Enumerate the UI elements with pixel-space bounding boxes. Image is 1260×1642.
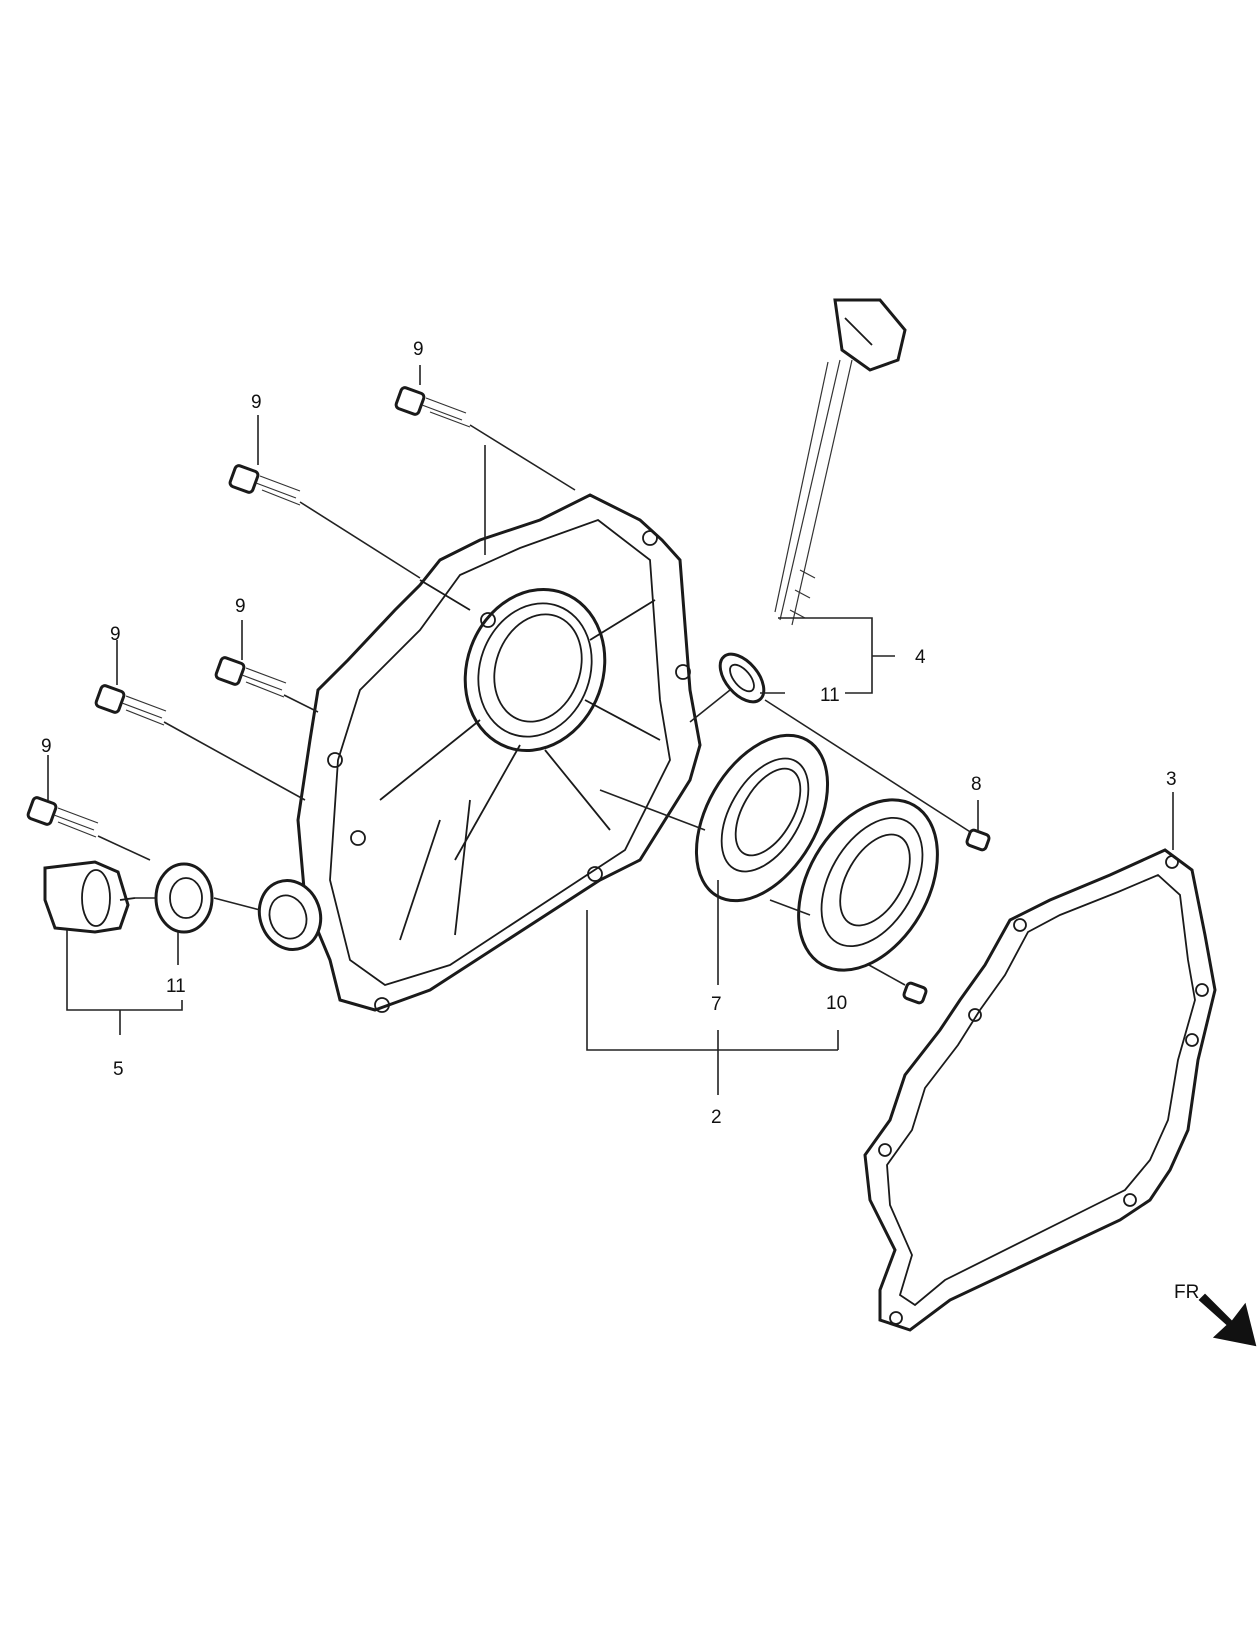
callout-5: 5 <box>113 1059 124 1080</box>
cover-gasket-3 <box>863 848 1217 1332</box>
bolt-9-mid <box>214 656 319 713</box>
dowel-pin-8 <box>965 828 991 852</box>
callout-3: 3 <box>1166 769 1177 790</box>
callout-9-upper-left: 9 <box>251 392 262 413</box>
callout-11-dipstick: 11 <box>820 685 840 706</box>
callout-11-filler: 11 <box>166 976 186 997</box>
callout-8: 8 <box>971 774 982 795</box>
dowel-pin-lower <box>859 959 928 1005</box>
callout-9-mid: 9 <box>235 596 246 617</box>
crankcase-cover <box>257 493 702 1013</box>
bolt-9-upper-left <box>228 464 421 579</box>
callout-9-lower-left: 9 <box>41 736 52 757</box>
bolt-9-left <box>94 684 306 801</box>
oil-filler-tube <box>43 860 136 934</box>
oil-filler-cap <box>774 298 907 626</box>
oil-seal-7 <box>599 733 830 903</box>
oil-seal-11-filler <box>135 862 261 934</box>
bolt-9-lower-left <box>26 796 151 861</box>
callout-9-left: 9 <box>110 624 121 645</box>
o-ring-11-dipstick <box>689 652 976 836</box>
leader-lines <box>47 365 1174 1095</box>
callout-4: 4 <box>915 647 926 668</box>
ball-bearing-10 <box>769 798 939 972</box>
bolt-9-top <box>394 386 576 491</box>
callout-2: 2 <box>711 1107 722 1128</box>
callout-10: 10 <box>826 993 847 1014</box>
callout-9-top: 9 <box>413 339 424 360</box>
direction-label: FR <box>1174 1282 1199 1303</box>
front-direction-arrow-icon <box>1198 1293 1257 1347</box>
callout-7: 7 <box>711 994 722 1015</box>
